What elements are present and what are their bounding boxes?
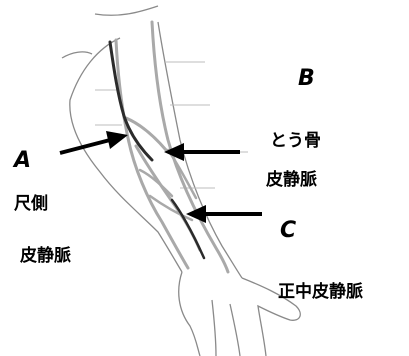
label-c-text: 正中皮静脈: [278, 284, 363, 301]
label-a-line2: 皮静脈: [20, 248, 71, 265]
label-b-line1: とう骨: [270, 133, 321, 150]
arm-outline-left: [70, 38, 182, 272]
label-b-letter: B: [298, 68, 315, 90]
label-c-letter: C: [280, 220, 296, 242]
arrow-a-head: [106, 131, 128, 149]
arrow-c-head: [186, 205, 206, 223]
label-a-letter: A: [14, 150, 31, 172]
label-a-line1: 尺側: [14, 196, 48, 213]
label-b-line2: 皮静脈: [266, 172, 317, 189]
veins: [110, 22, 228, 272]
upper-arm-top: [95, 6, 158, 15]
elbow-crease: [62, 52, 92, 58]
